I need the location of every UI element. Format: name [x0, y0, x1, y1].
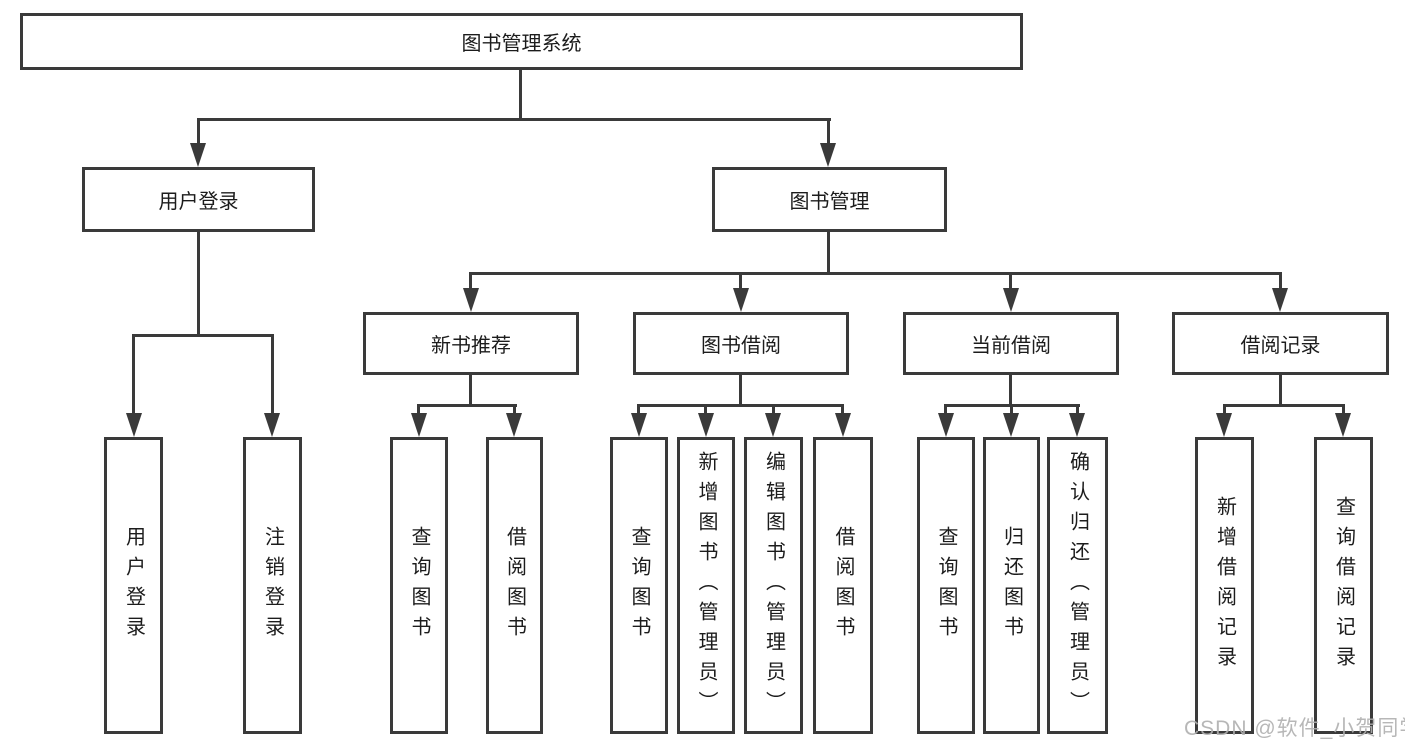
connector-line	[1279, 375, 1282, 407]
connector-line	[417, 404, 420, 420]
arrowhead-down-icon	[938, 413, 954, 437]
node-current-borrowing: 当前借阅	[903, 312, 1119, 375]
arrowhead-down-icon	[765, 413, 781, 437]
node-library-management-system: 图书管理系统	[20, 13, 1023, 70]
connector-line	[197, 118, 200, 148]
connector-line	[827, 118, 830, 148]
leaf-label: 借阅图书	[503, 525, 526, 646]
connector-line	[944, 404, 947, 420]
arrowhead-down-icon	[190, 143, 206, 167]
leaf-label: 确认归还（管理员）	[1066, 450, 1089, 721]
connector-line	[469, 375, 472, 407]
connector-line	[197, 232, 200, 337]
node-label: 图书借阅	[701, 335, 781, 357]
connector-line	[827, 232, 830, 275]
leaf-query-book-borrowing: 查询图书	[610, 437, 668, 734]
connector-line	[469, 272, 1282, 275]
arrowhead-down-icon	[1003, 413, 1019, 437]
connector-line	[132, 334, 135, 420]
leaf-label: 编辑图书（管理员）	[762, 450, 785, 721]
leaf-edit-book-admin: 编辑图书（管理员）	[744, 437, 803, 734]
leaf-add-borrow-record: 新增借阅记录	[1195, 437, 1254, 734]
arrowhead-down-icon	[1069, 413, 1085, 437]
leaf-label: 查询图书	[408, 525, 430, 646]
connector-line	[841, 404, 844, 420]
connector-line	[132, 334, 274, 337]
arrowhead-down-icon	[463, 288, 479, 312]
node-book-management: 图书管理	[712, 167, 947, 232]
connector-line	[1009, 272, 1012, 292]
leaf-label: 用户登录	[122, 525, 145, 646]
csdn-watermark: CSDN @软件_小贺同学	[1184, 717, 1405, 740]
node-label: 图书管理	[789, 191, 870, 213]
arrowhead-down-icon	[506, 413, 522, 437]
connector-line	[1010, 404, 1013, 420]
node-label: 用户登录	[158, 191, 239, 213]
node-label: 图书管理系统	[461, 33, 582, 55]
node-label: 新书推荐	[431, 335, 511, 357]
arrowhead-down-icon	[1216, 413, 1232, 437]
arrowhead-down-icon	[733, 288, 749, 312]
node-user-login: 用户登录	[82, 167, 315, 232]
node-new-book-recommend: 新书推荐	[363, 312, 579, 375]
arrowhead-down-icon	[820, 143, 836, 167]
node-label: 借阅记录	[1240, 335, 1321, 357]
leaf-query-book-recommend: 查询图书	[390, 437, 448, 734]
connector-line	[513, 404, 516, 420]
connector-line	[1279, 272, 1282, 292]
connector-line	[739, 272, 742, 292]
connector-line	[1342, 404, 1345, 420]
leaf-label: 注销登录	[261, 525, 284, 646]
leaf-label: 查询借阅记录	[1332, 495, 1355, 676]
connector-line	[519, 69, 522, 121]
leaf-confirm-return-admin: 确认归还（管理员）	[1047, 437, 1108, 734]
connector-line	[704, 404, 707, 420]
leaf-label: 归还图书	[1000, 525, 1023, 646]
arrowhead-down-icon	[698, 413, 714, 437]
connector-line	[739, 375, 742, 407]
connector-line	[1223, 404, 1345, 407]
leaf-borrow-book: 借阅图书	[813, 437, 873, 734]
arrowhead-down-icon	[835, 413, 851, 437]
leaf-query-borrow-record: 查询借阅记录	[1314, 437, 1373, 734]
node-borrowing-records: 借阅记录	[1172, 312, 1389, 375]
connector-line	[197, 118, 831, 121]
leaf-add-book-admin: 新增图书（管理员）	[677, 437, 735, 734]
connector-line	[1009, 375, 1012, 407]
arrowhead-down-icon	[126, 413, 142, 437]
leaf-label: 新增借阅记录	[1213, 495, 1236, 676]
leaf-query-book-current: 查询图书	[917, 437, 975, 734]
arrowhead-down-icon	[1272, 288, 1288, 312]
connector-line	[417, 404, 517, 407]
leaf-label: 借阅图书	[832, 525, 854, 646]
connector-line	[469, 272, 472, 292]
node-label: 当前借阅	[971, 335, 1051, 357]
leaf-label: 新增图书（管理员）	[695, 450, 717, 721]
connector-line	[1076, 404, 1079, 420]
connector-line	[637, 404, 844, 407]
arrowhead-down-icon	[1335, 413, 1351, 437]
leaf-label: 查询图书	[935, 525, 957, 646]
node-book-borrowing: 图书借阅	[633, 312, 849, 375]
leaf-borrow-book-recommend: 借阅图书	[486, 437, 543, 734]
leaf-user-login: 用户登录	[104, 437, 163, 734]
arrowhead-down-icon	[1003, 288, 1019, 312]
leaf-return-book: 归还图书	[983, 437, 1040, 734]
connector-line	[1223, 404, 1226, 420]
leaf-logout: 注销登录	[243, 437, 302, 734]
connector-line	[772, 404, 775, 420]
arrowhead-down-icon	[631, 413, 647, 437]
leaf-label: 查询图书	[628, 525, 650, 646]
connector-line	[637, 404, 640, 420]
connector-line	[271, 334, 274, 420]
arrowhead-down-icon	[411, 413, 427, 437]
arrowhead-down-icon	[264, 413, 280, 437]
